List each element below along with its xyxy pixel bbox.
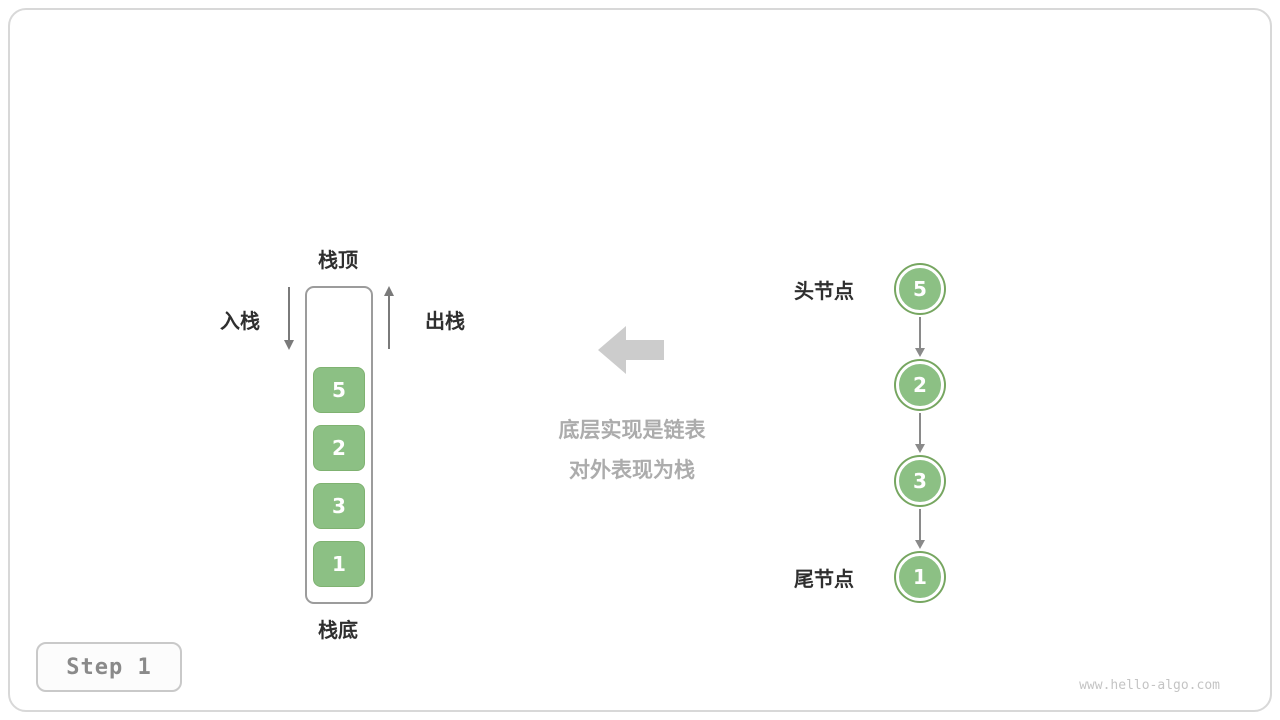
stack-bottom-label: 栈底 [318, 618, 358, 642]
pop-arrow-icon [388, 295, 390, 349]
step-label: Step 1 [66, 654, 152, 680]
head-node-label: 头节点 [794, 279, 854, 303]
link-arrowhead-icon [915, 444, 925, 453]
link-arrow-icon [919, 413, 921, 444]
link-arrow-icon [919, 509, 921, 540]
link-arrow-icon [919, 317, 921, 348]
annotation-text: 底层实现是链表 对外表现为栈 [472, 410, 792, 490]
stack-item: 3 [313, 483, 365, 529]
stack-top-label: 栈顶 [318, 248, 358, 272]
annotation-line-2: 对外表现为栈 [569, 458, 695, 482]
stack-item: 5 [313, 367, 365, 413]
list-node: 5 [896, 265, 944, 313]
pop-label: 出栈 [425, 309, 465, 333]
push-arrow-icon [288, 287, 290, 341]
stack-item: 1 [313, 541, 365, 587]
stack-item: 2 [313, 425, 365, 471]
step-badge: Step 1 [36, 642, 182, 692]
list-node: 3 [896, 457, 944, 505]
pop-arrowhead-icon [384, 286, 394, 296]
push-label: 入栈 [220, 309, 260, 333]
left-block-arrow-icon [598, 326, 664, 374]
annotation-line-1: 底层实现是链表 [558, 418, 706, 442]
link-arrowhead-icon [915, 348, 925, 357]
link-arrowhead-icon [915, 540, 925, 549]
tail-node-label: 尾节点 [794, 567, 854, 591]
push-arrowhead-icon [284, 340, 294, 350]
list-node: 1 [896, 553, 944, 601]
list-node: 2 [896, 361, 944, 409]
watermark: www.hello-algo.com [1079, 678, 1220, 693]
